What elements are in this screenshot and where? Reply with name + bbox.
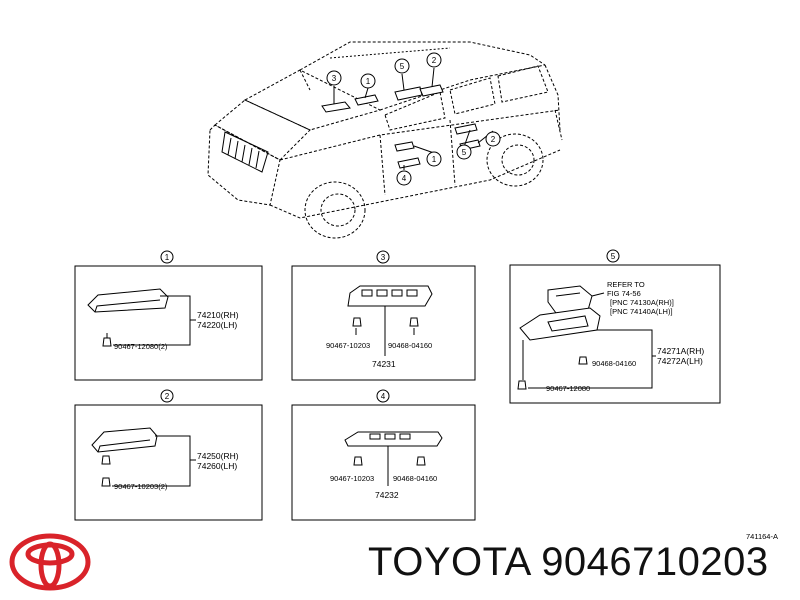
svg-text:5: 5 bbox=[400, 62, 405, 71]
clip-icon bbox=[101, 455, 111, 487]
panel-1: 1 74210(RH) 74220(LH) 90467-12080(2) bbox=[74, 250, 263, 381]
callout-2-car-b bbox=[485, 131, 501, 147]
car-part-door-c bbox=[454, 123, 478, 135]
svg-text:90467-10203(2): 90467-10203(2) bbox=[114, 482, 168, 491]
svg-text:74250(RH): 74250(RH) bbox=[197, 451, 239, 461]
car-part-1 bbox=[354, 94, 379, 106]
svg-text:74231: 74231 bbox=[372, 359, 396, 369]
svg-text:90467-12080(2): 90467-12080(2) bbox=[114, 342, 168, 351]
svg-text:2: 2 bbox=[432, 56, 437, 65]
svg-text:74271A(RH): 74271A(RH) bbox=[657, 346, 704, 356]
toyota-logo-icon bbox=[9, 533, 91, 591]
callout-3-car bbox=[326, 70, 342, 86]
svg-text:REFER TO: REFER TO bbox=[607, 280, 645, 289]
figure-code: 741164-A bbox=[746, 532, 778, 541]
svg-text:1: 1 bbox=[366, 77, 371, 86]
car-part-5 bbox=[394, 86, 423, 101]
callout-5-car-b bbox=[456, 144, 472, 160]
svg-text:1: 1 bbox=[165, 253, 170, 262]
clip-icon bbox=[517, 356, 588, 390]
svg-text:FIG 74-56: FIG 74-56 bbox=[607, 289, 641, 298]
svg-text:4: 4 bbox=[381, 392, 386, 401]
svg-text:74232: 74232 bbox=[375, 490, 399, 500]
clip-icon bbox=[102, 333, 112, 347]
svg-text:1: 1 bbox=[432, 155, 437, 164]
clip-icon bbox=[353, 456, 426, 466]
callout-5-car bbox=[394, 58, 410, 74]
callout-4-car bbox=[396, 170, 412, 186]
car-part-2 bbox=[419, 84, 444, 97]
svg-text:74260(LH): 74260(LH) bbox=[197, 461, 237, 471]
panel-3: 3 90467-10203 90468-04160 74231 bbox=[291, 250, 476, 381]
svg-text:90468-04160: 90468-04160 bbox=[388, 341, 432, 350]
brand-and-part-number: TOYOTA 9046710203 bbox=[368, 540, 769, 585]
svg-text:90467-12080: 90467-12080 bbox=[546, 384, 590, 393]
panel-2: 2 74250(RH) 74260(LH) 90467-10203(2) bbox=[74, 389, 263, 521]
svg-text:90467-10203: 90467-10203 bbox=[330, 474, 374, 483]
callout-1-car bbox=[360, 73, 376, 89]
clip-icon bbox=[352, 317, 419, 327]
grille bbox=[221, 131, 269, 173]
svg-text:5: 5 bbox=[611, 252, 616, 261]
svg-text:2: 2 bbox=[165, 392, 170, 401]
svg-text:[PNC 74140A(LH)]: [PNC 74140A(LH)] bbox=[610, 307, 673, 316]
part-number: 9046710203 bbox=[541, 540, 769, 584]
car-part-3 bbox=[321, 101, 351, 113]
svg-text:90468-04160: 90468-04160 bbox=[393, 474, 437, 483]
svg-text:3: 3 bbox=[332, 74, 337, 83]
switch-base-part-3 bbox=[347, 285, 433, 307]
brand-name: TOYOTA bbox=[368, 540, 530, 584]
svg-text:90467-10203: 90467-10203 bbox=[326, 341, 370, 350]
callout-1-car-b bbox=[426, 151, 442, 167]
car-callout-labels: 3 1 5 2 4 1 5 2 bbox=[332, 56, 496, 183]
car-part-door-b bbox=[397, 157, 421, 169]
car-callouts bbox=[326, 52, 501, 186]
panel-4: 4 90467-10203 90468-04160 74232 bbox=[291, 389, 476, 521]
svg-text:4: 4 bbox=[402, 174, 407, 183]
svg-text:2: 2 bbox=[491, 135, 496, 144]
car-part-door-a bbox=[394, 141, 415, 152]
svg-text:74272A(LH): 74272A(LH) bbox=[657, 356, 703, 366]
svg-text:5: 5 bbox=[462, 148, 467, 157]
svg-text:[PNC 74130A(RH)]: [PNC 74130A(RH)] bbox=[610, 298, 674, 307]
callout-2-car bbox=[426, 52, 442, 68]
svg-text:74220(LH): 74220(LH) bbox=[197, 320, 237, 330]
svg-text:3: 3 bbox=[381, 253, 386, 262]
vehicle-outline bbox=[207, 41, 563, 239]
svg-text:90468-04160: 90468-04160 bbox=[592, 359, 636, 368]
svg-text:74210(RH): 74210(RH) bbox=[197, 310, 239, 320]
panel-5: 5 REFER TO FIG 74-56 [PNC 74130A(RH)] [P… bbox=[509, 249, 721, 404]
